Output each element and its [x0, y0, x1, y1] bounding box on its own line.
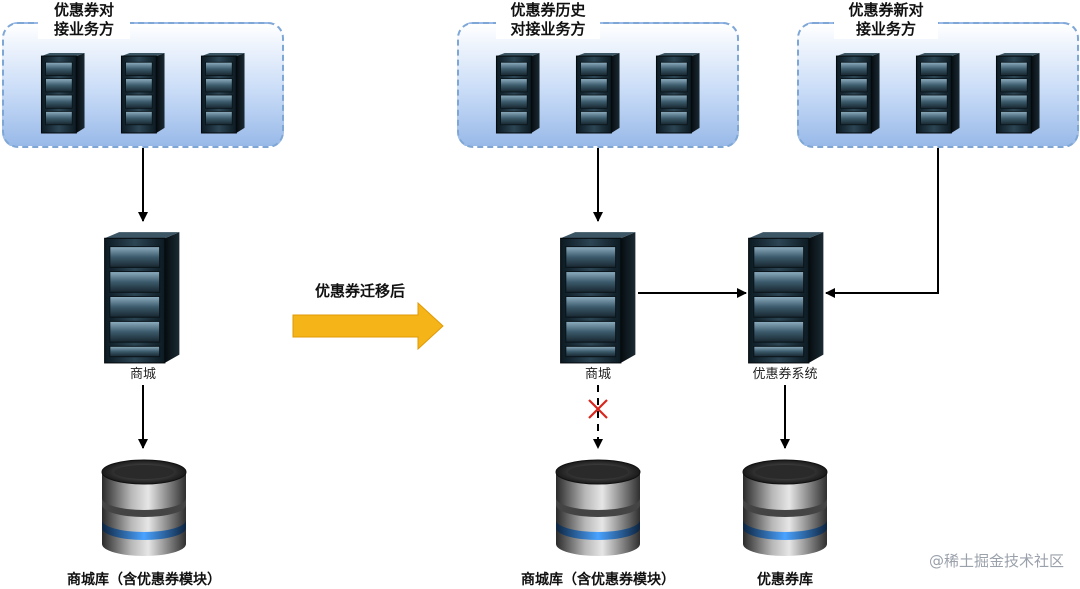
coupon-db-icon — [742, 459, 828, 557]
group-historical-servers — [495, 52, 701, 134]
server-icon — [835, 52, 881, 134]
watermark-text: @稀土掘金技术社区 — [928, 552, 1064, 570]
coupon-db-label: 优惠券库 — [740, 572, 830, 588]
group-title-historical: 优惠券历史 对接业务方 — [496, 1, 600, 39]
group-title-new: 优惠券新对 接业务方 — [834, 1, 938, 39]
server-icon — [40, 52, 86, 134]
mall-left-label: 商城 — [123, 367, 163, 383]
group-left-servers — [40, 52, 246, 134]
mall-db-left-label: 商城库（含优惠券模块） — [46, 572, 242, 588]
group-title-left: 优惠券对 接业务方 — [38, 1, 130, 39]
server-icon — [915, 52, 961, 134]
mall-db-right-label: 商城库（含优惠券模块） — [500, 572, 696, 588]
cross-icon — [588, 399, 608, 419]
server-icon — [655, 52, 701, 134]
group-new-servers — [835, 52, 1041, 134]
server-icon — [120, 52, 166, 134]
connectors — [138, 148, 939, 449]
coupon-system-label: 优惠券系统 — [740, 367, 830, 383]
arrow-new-group-to-coupon-system — [825, 148, 939, 298]
migrate-arrow-icon — [292, 301, 444, 351]
server-icon — [995, 52, 1041, 134]
server-icon — [575, 52, 621, 134]
mall-db-right-icon — [555, 459, 641, 557]
mall-server-right-icon — [560, 231, 636, 364]
server-icon — [200, 52, 246, 134]
coupon-system-server-icon — [748, 231, 824, 364]
mall-db-left-icon — [101, 459, 187, 557]
server-icon — [495, 52, 541, 134]
migration-label: 优惠券迁移后 — [300, 283, 420, 299]
mall-server-left-icon — [104, 231, 180, 364]
mall-right-label: 商城 — [578, 367, 618, 383]
